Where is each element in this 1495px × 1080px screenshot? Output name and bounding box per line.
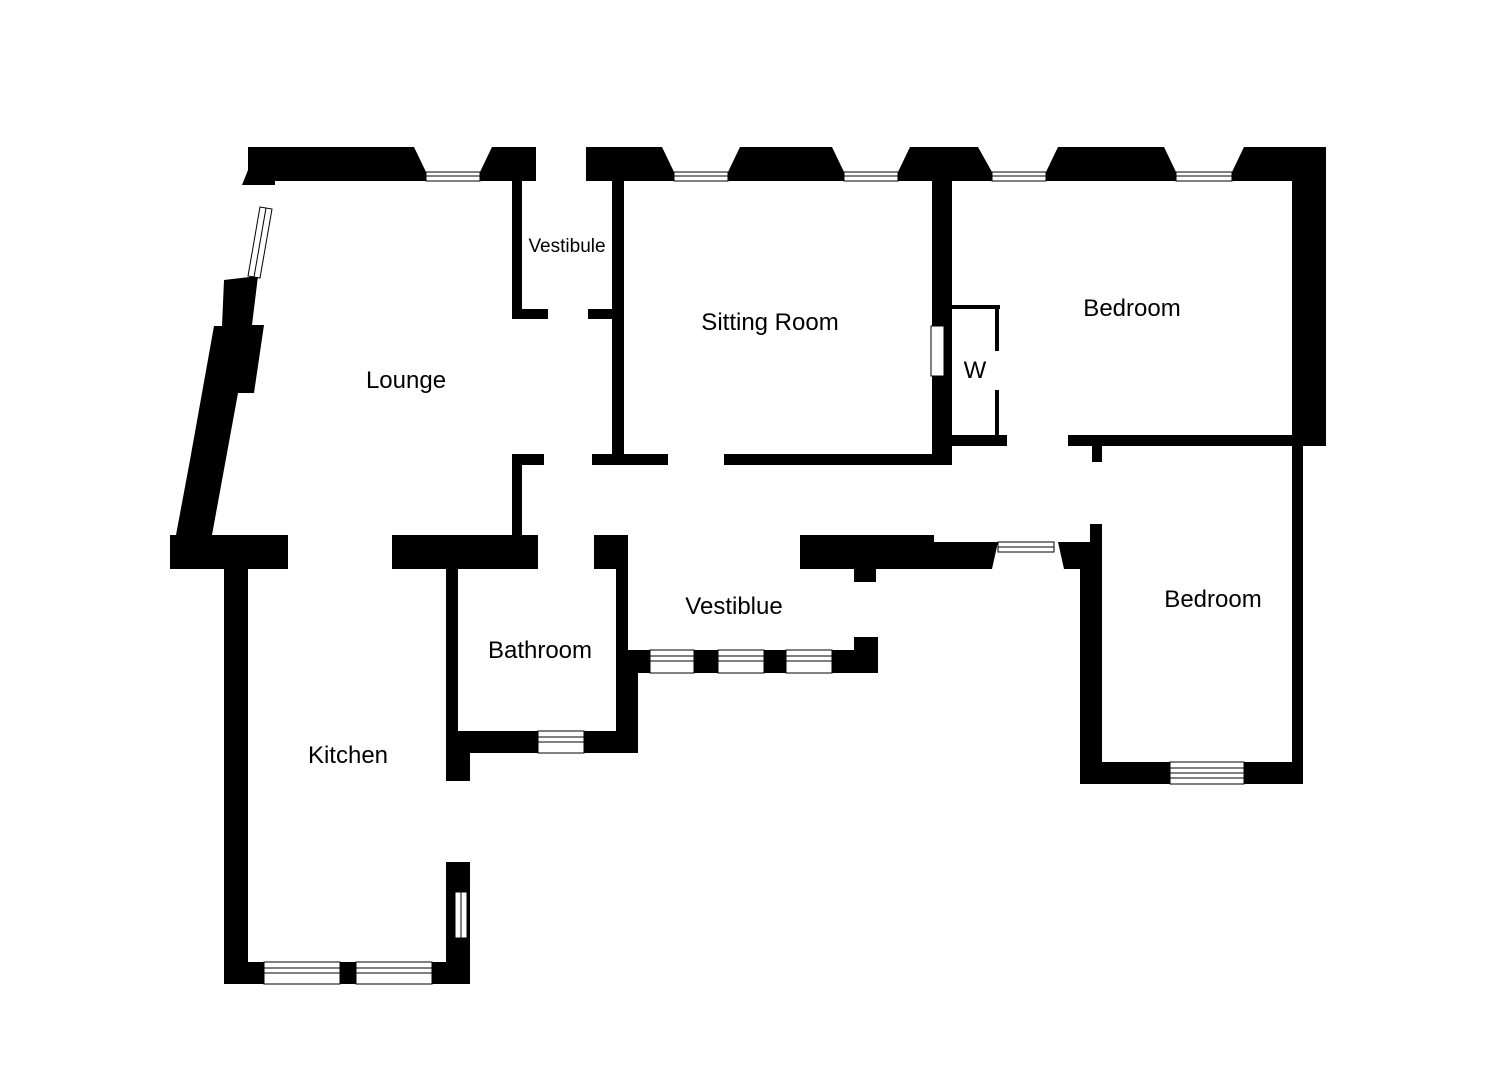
vestibule-top-walls bbox=[512, 181, 668, 465]
top-windows bbox=[425, 171, 1233, 182]
room-label-sitting-room: Sitting Room bbox=[701, 309, 839, 336]
top-exterior-wall bbox=[242, 147, 1326, 185]
room-label-wardrobe: W bbox=[963, 357, 987, 384]
room-label-lounge: Lounge bbox=[365, 367, 447, 394]
vestiblue-walls bbox=[616, 535, 878, 674]
bedroom-2-walls bbox=[1080, 446, 1303, 785]
bedroom-1-walls bbox=[952, 181, 1326, 446]
room-label-bedroom-2: Bedroom bbox=[1164, 586, 1262, 613]
room-label-vestibule-top: Vestibule bbox=[528, 236, 606, 257]
room-label-bedroom-1: Bedroom bbox=[1083, 295, 1181, 322]
bathroom-walls bbox=[446, 569, 638, 781]
room-label-bathroom: Bathroom bbox=[487, 637, 593, 664]
kitchen-walls bbox=[224, 569, 470, 985]
room-label-vestiblue: Vestiblue bbox=[685, 593, 783, 620]
corridor-walls bbox=[392, 454, 1092, 582]
room-label-kitchen: Kitchen bbox=[307, 742, 389, 769]
lounge-west-wall bbox=[170, 206, 288, 569]
sitting-room-walls bbox=[724, 181, 952, 465]
